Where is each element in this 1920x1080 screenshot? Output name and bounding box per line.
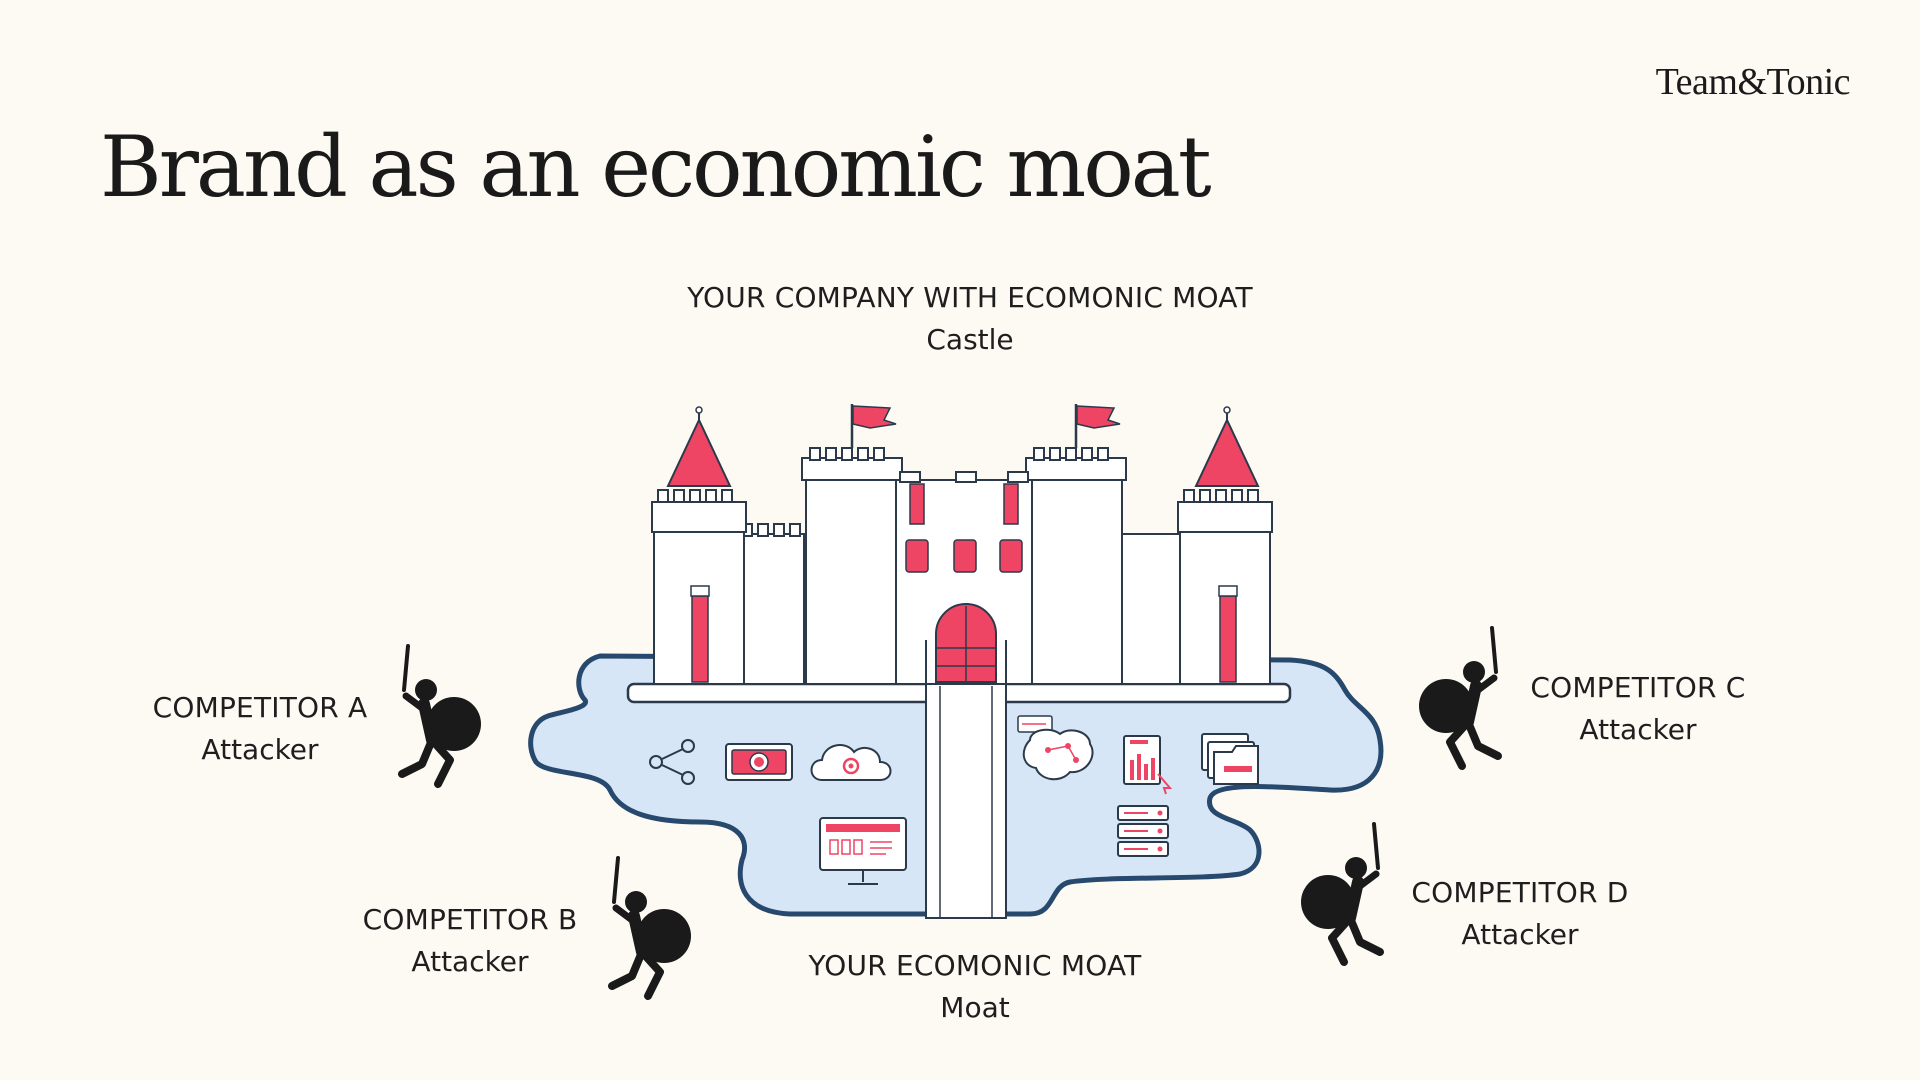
competitor-name: COMPETITOR A <box>152 691 368 724</box>
competitor-name: COMPETITOR C <box>1530 671 1746 704</box>
tower-roof-right <box>1194 417 1260 487</box>
competitor-role: Attacker <box>1579 713 1697 746</box>
competitor-d-label: COMPETITOR D Attacker <box>1390 873 1650 957</box>
folder-icon <box>1201 733 1259 785</box>
moat-label-heading: YOUR ECOMONIC MOAT <box>808 949 1142 982</box>
competitor-role: Attacker <box>1461 918 1579 951</box>
monitor-icon <box>819 817 907 885</box>
competitor-a-label: COMPETITOR A Attacker <box>130 688 390 772</box>
flag-right <box>1076 405 1121 429</box>
money-icon <box>725 743 793 781</box>
attacker-b-icon <box>612 858 691 996</box>
competitor-b-label: COMPETITOR B Attacker <box>340 900 600 984</box>
competitor-role: Attacker <box>411 945 529 978</box>
competitor-role: Attacker <box>201 733 319 766</box>
drawbridge <box>925 683 1007 919</box>
brand-logo: Team&Tonic <box>1655 61 1851 103</box>
moat-label: YOUR ECOMONIC MOAT Moat <box>760 946 1190 1030</box>
tower-roof-left <box>666 417 732 487</box>
server-icon <box>1117 805 1169 857</box>
chat-icon <box>1017 715 1094 781</box>
competitor-name: COMPETITOR B <box>362 903 578 936</box>
castle-label-heading: YOUR COMPANY WITH ECOMONIC MOAT <box>687 281 1253 314</box>
cloud-gear-icon <box>810 744 892 781</box>
attacker-d-icon <box>1301 824 1380 962</box>
attacker-c-icon <box>1419 628 1498 766</box>
moat-label-sub: Moat <box>940 991 1010 1024</box>
competitor-name: COMPETITOR D <box>1411 876 1629 909</box>
castle-label-sub: Castle <box>926 323 1014 356</box>
castle-label: YOUR COMPANY WITH ECOMONIC MOAT Castle <box>660 278 1280 362</box>
report-chart-icon <box>1123 735 1173 795</box>
castle <box>651 404 1273 685</box>
page-title: Brand as an economic moat <box>100 118 1212 216</box>
attacker-a-icon <box>402 646 481 784</box>
share-icon <box>649 739 695 785</box>
competitor-c-label: COMPETITOR C Attacker <box>1508 668 1768 752</box>
flag-left <box>852 405 897 429</box>
